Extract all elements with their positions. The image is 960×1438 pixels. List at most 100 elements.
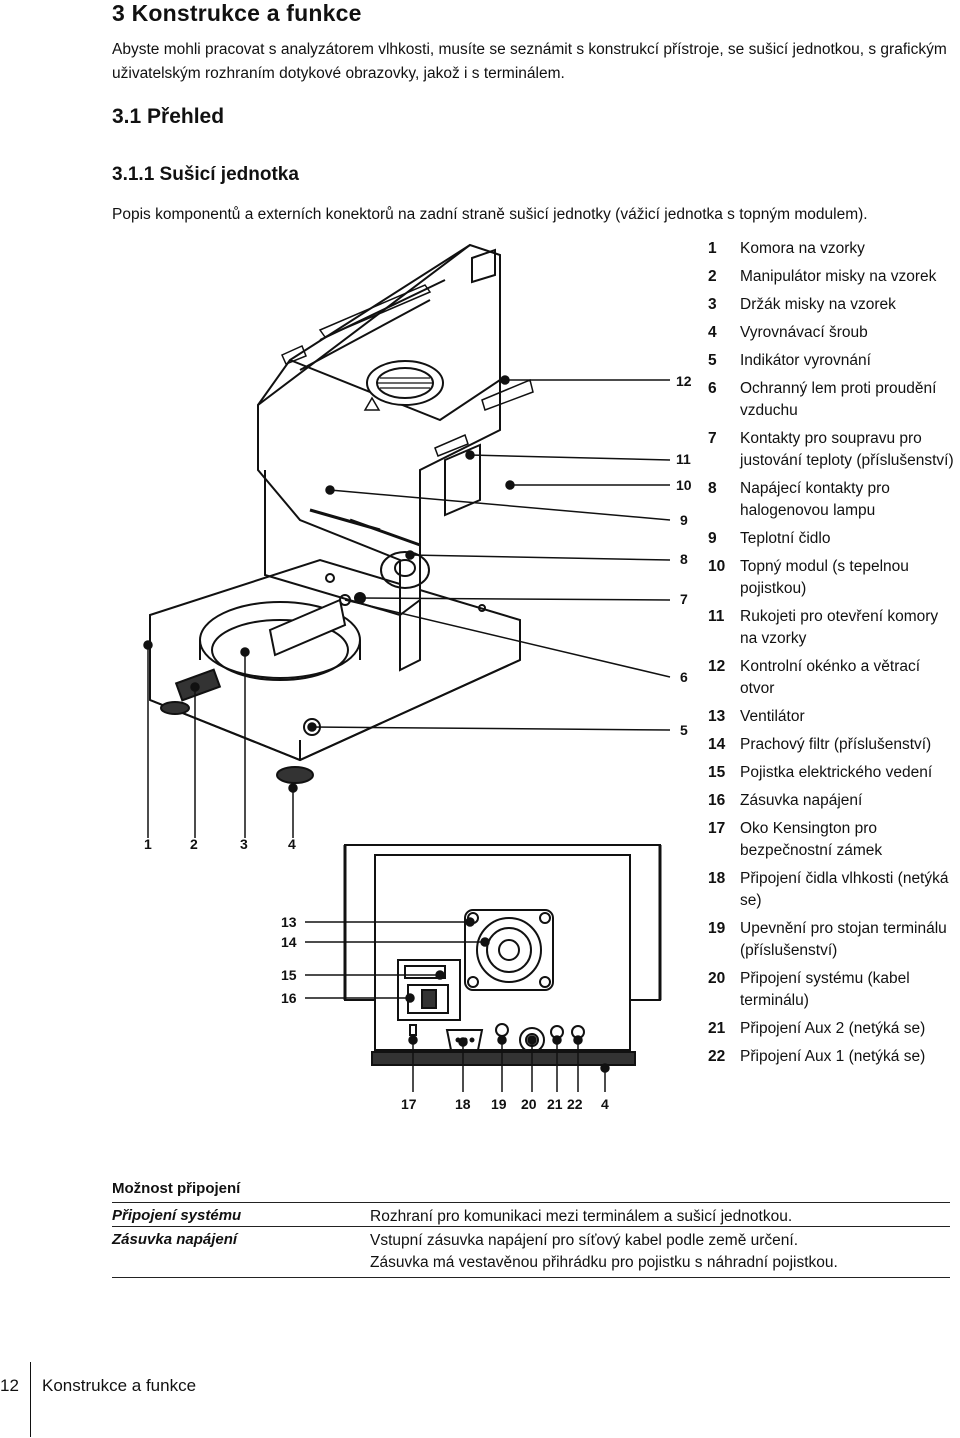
legend-text: Připojení čidla vlhkosti (netýká se)	[740, 870, 949, 909]
legend-text: Ventilátor	[740, 708, 805, 725]
legend-number: 15	[708, 764, 726, 781]
legend-item: 9 Teplotní čidlo	[708, 528, 956, 550]
legend-item: 14 Prachový filtr (příslušenství)	[708, 734, 956, 756]
legend-item: 20 Připojení systému (kabel terminálu)	[708, 968, 956, 1012]
footer-title: Konstrukce a funkce	[42, 1376, 197, 1395]
legend-number: 19	[708, 920, 726, 937]
legend-item: 1 Komora na vzorky	[708, 238, 956, 260]
callout-11: 11	[676, 451, 691, 467]
callout-18: 18	[455, 1096, 471, 1112]
section-heading: 3.1 Přehled	[112, 105, 225, 128]
callout-20: 20	[521, 1096, 537, 1112]
legend-number: 14	[708, 736, 726, 753]
callout-17: 17	[401, 1096, 417, 1112]
option-text-block: Vstupní zásuvka napájení pro síťový kabe…	[370, 1230, 838, 1274]
legend-number: 12	[708, 658, 726, 675]
legend-item: 22 Připojení Aux 1 (netýká se)	[708, 1046, 956, 1068]
intro-paragraph: Abyste mohli pracovat s analyzátorem vlh…	[112, 41, 947, 82]
option-name: Zásuvka napájení	[112, 1231, 238, 1248]
page-number: 12	[0, 1376, 19, 1395]
legend-text: Připojení Aux 1 (netýká se)	[740, 1048, 926, 1065]
legend-item: 17 Oko Kensington pro bezpečnostní zámek	[708, 818, 956, 862]
legend-item: 16 Zásuvka napájení	[708, 790, 956, 812]
option-row-power: Zásuvka napájení Vstupní zásuvka napájen…	[112, 1226, 950, 1278]
subsection-heading: 3.1.1 Sušicí jednotka	[112, 164, 299, 185]
figure-description: Popis komponentů a externích konektorů n…	[112, 206, 868, 223]
legend-text: Oko Kensington pro bezpečnostní zámek	[740, 820, 883, 859]
legend-text: Kontrolní okénko a větrací otvor	[740, 658, 921, 697]
callout-9: 9	[680, 512, 688, 528]
legend-number: 2	[708, 268, 717, 285]
legend-number: 7	[708, 430, 717, 447]
legend-text: Indikátor vyrovnání	[740, 352, 871, 369]
legend-number: 20	[708, 970, 726, 987]
callout-4: 4	[288, 836, 296, 852]
legend-item: 18 Připojení čidla vlhkosti (netýká se)	[708, 868, 956, 912]
legend-item: 7 Kontakty pro soupravu pro justování tep…	[708, 428, 956, 472]
option-name: Připojení systému	[112, 1207, 242, 1224]
legend-text: Manipulátor misky na vzorek	[740, 268, 937, 285]
option-row-system: Připojení systému Rozhraní pro komunikac…	[112, 1202, 950, 1227]
legend-text: Pojistka elektrického vedení	[740, 764, 933, 781]
legend-number: 13	[708, 708, 726, 725]
legend-text: Teplotní čidlo	[740, 530, 831, 547]
legend-text: Rukojeti pro otevření komory na vzorky	[740, 608, 939, 647]
legend-number: 10	[708, 558, 726, 575]
callout-19: 19	[491, 1096, 507, 1112]
component-legend: 1 Komora na vzorky 2 Manipulátor misky na v…	[708, 238, 956, 1074]
callout-22: 22	[567, 1096, 583, 1112]
legend-number: 18	[708, 870, 726, 887]
callout-10: 10	[676, 477, 692, 493]
legend-item: 21 Připojení Aux 2 (netýká se)	[708, 1018, 956, 1040]
callout-5: 5	[680, 722, 688, 738]
footer-divider	[30, 1362, 31, 1437]
legend-number: 6	[708, 380, 717, 397]
chapter-heading: 3 Konstrukce a funkce	[112, 0, 362, 26]
legend-number: 8	[708, 480, 717, 497]
legend-item: 15 Pojistka elektrického vedení	[708, 762, 956, 784]
legend-text: Připojení systému (kabel terminálu)	[740, 970, 910, 1009]
legend-text: Připojení Aux 2 (netýká se)	[740, 1020, 926, 1037]
legend-item: 3 Držák misky na vzorek	[708, 294, 956, 316]
legend-item: 19 Upevnění pro stojan terminálu (přísluš…	[708, 918, 956, 962]
legend-text: Zásuvka napájení	[740, 792, 863, 809]
legend-number: 9	[708, 530, 717, 547]
legend-number: 17	[708, 820, 726, 837]
legend-item: 13 Ventilátor	[708, 706, 956, 728]
callout-3: 3	[240, 836, 248, 852]
legend-number: 16	[708, 792, 726, 809]
legend-item: 12 Kontrolní okénko a větrací otvor	[708, 656, 956, 700]
callout-16: 16	[281, 990, 297, 1006]
legend-text: Vyrovnávací šroub	[740, 324, 868, 341]
option-text: Rozhraní pro komunikaci mezi terminálem …	[370, 1208, 793, 1225]
legend-number: 11	[708, 608, 725, 625]
options-title: Možnost připojení	[112, 1180, 241, 1197]
legend-item: 11 Rukojeti pro otevření komory na vzorky	[708, 606, 956, 650]
callout-2: 2	[190, 836, 198, 852]
option-text: Vstupní zásuvka napájení pro síťový kabe…	[370, 1232, 799, 1249]
legend-text: Držák misky na vzorek	[740, 296, 896, 313]
legend-text: Prachový filtr (příslušenství)	[740, 736, 932, 753]
callout-13: 13	[281, 914, 297, 930]
callout-12: 12	[676, 373, 692, 389]
legend-text: Komora na vzorky	[740, 240, 865, 257]
legend-text: Upevnění pro stojan terminálu (příslušen…	[740, 920, 947, 959]
callout-4-back: 4	[601, 1096, 609, 1112]
legend-text: Kontakty pro soupravu pro justování tepl…	[740, 430, 954, 469]
callout-15: 15	[281, 967, 297, 983]
callout-8: 8	[680, 551, 688, 567]
legend-number: 1	[708, 240, 717, 257]
callout-6: 6	[680, 669, 688, 685]
option-text-2: Zásuvka má vestavěnou přihrádku pro poji…	[370, 1254, 838, 1271]
callout-7: 7	[680, 591, 688, 607]
legend-number: 22	[708, 1048, 726, 1065]
legend-number: 3	[708, 296, 717, 313]
legend-number: 21	[708, 1020, 726, 1037]
callout-14: 14	[281, 934, 297, 950]
legend-text: Topný modul (s tepelnou pojistkou)	[740, 558, 909, 597]
legend-item: 6 Ochranný lem proti proudění vzduchu	[708, 378, 956, 422]
legend-text: Ochranný lem proti proudění vzduchu	[740, 380, 937, 419]
